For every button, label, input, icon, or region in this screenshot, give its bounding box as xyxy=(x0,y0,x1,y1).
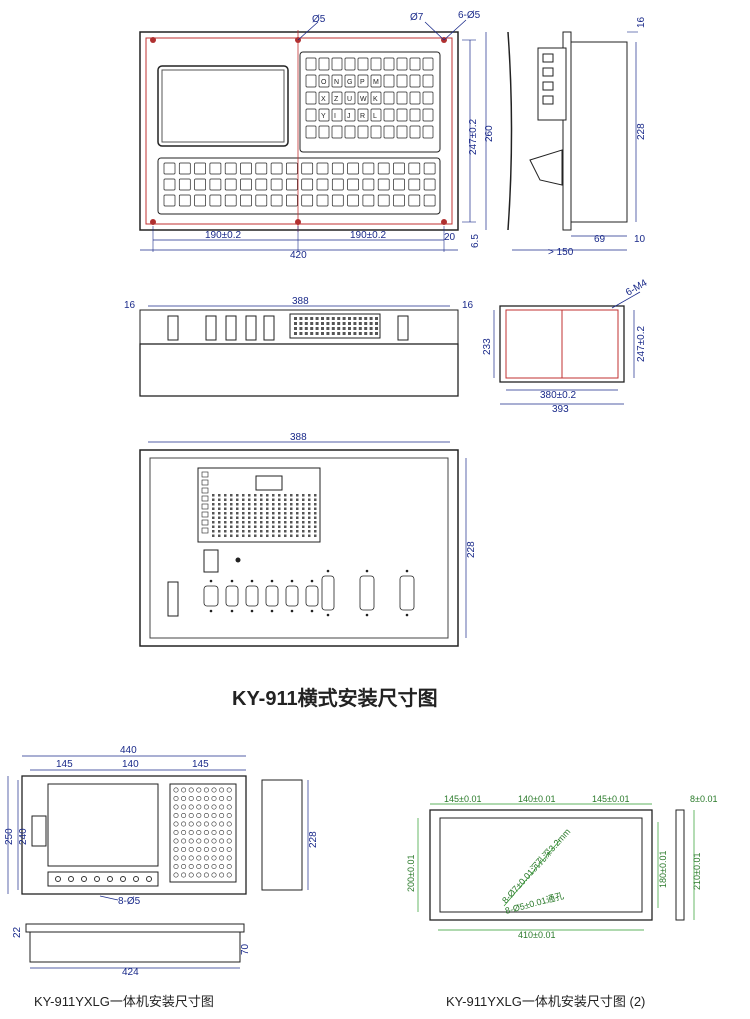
keycap-label: U xyxy=(347,96,352,103)
lcd-screen-inner xyxy=(161,69,285,143)
dim-190-left: 190±0.2 xyxy=(205,230,242,241)
caption-yxlg2: KY-911YXLG一体机安装尺寸图 (2) xyxy=(446,994,645,1009)
yxlg-keypad xyxy=(169,783,237,883)
yxlg-dim-240: 240 xyxy=(18,828,29,845)
yxlg2-side xyxy=(675,809,685,921)
yxlg-bottom-flange xyxy=(25,923,245,933)
dim-260: 260 xyxy=(484,125,495,142)
hole-d5-label: Ø5 xyxy=(312,14,326,25)
cutout-dim-247: 247±0.2 xyxy=(636,325,647,362)
keycap-label: K xyxy=(373,96,378,103)
side-dim-150: > 150 xyxy=(548,247,574,258)
back-dim-228: 228 xyxy=(466,541,477,558)
cutout-holes-label: 6-M4 xyxy=(624,277,650,298)
yxlg2-dim-210: 210±0.01 xyxy=(692,853,702,890)
yxlg2-dim-410: 410±0.01 xyxy=(518,930,555,940)
caption-yxlg: KY-911YXLG一体机安装尺寸图 xyxy=(34,994,214,1009)
mount-hole-br xyxy=(441,219,447,225)
back-dim-388: 388 xyxy=(290,432,307,443)
yxlg-dim-440: 440 xyxy=(120,745,137,756)
yxlg-dim-22: 22 xyxy=(12,926,23,938)
side-connector xyxy=(537,47,567,121)
cutout-dim-380: 380±0.2 xyxy=(540,390,577,401)
keycap-label: L xyxy=(373,113,377,120)
yxlg-dim-145b: 145 xyxy=(192,759,209,770)
side-dim-69: 69 xyxy=(594,234,606,245)
yxlg-dim-145a: 145 xyxy=(56,759,73,770)
top-flange xyxy=(139,343,459,397)
back-view: 388 228 xyxy=(139,432,477,647)
dim-420: 420 xyxy=(290,250,307,261)
yxlg2-dim-145b: 145±0.01 xyxy=(592,794,629,804)
top-view: 388 16 16 xyxy=(124,296,474,397)
yxlg2-dim-200: 200±0.01 xyxy=(406,855,416,892)
cutout-dim-393: 393 xyxy=(552,404,569,415)
keycap-label: Z xyxy=(334,96,339,103)
yxlg-dim-228: 228 xyxy=(308,831,319,848)
keycap-label: X xyxy=(321,96,326,103)
side-view: 16 228 69 10 > 150 xyxy=(507,16,647,258)
yxlg2-outer xyxy=(429,809,653,921)
keycap-label: G xyxy=(347,79,352,86)
dim-20: 20 xyxy=(444,232,456,243)
yxlg-dim-250: 250 xyxy=(4,828,15,845)
yxlg-holes-label: 8-Ø5 xyxy=(118,896,141,907)
cutout-dim-233: 233 xyxy=(482,338,493,355)
caption-main: KY-911横式安装尺寸图 xyxy=(232,686,438,710)
mount-hole-bl xyxy=(150,219,156,225)
back-inner xyxy=(149,457,449,639)
dim-247: 247±0.2 xyxy=(468,118,479,155)
yxlg2-view: 145±0.01 140±0.01 145±0.01 8±0.01 8-Ø7±0… xyxy=(406,794,717,940)
yxlg2-inner xyxy=(439,817,643,913)
holes-6-label: 6-Ø5 xyxy=(458,10,481,21)
keycap-label: J xyxy=(347,113,351,120)
side-dim-16: 16 xyxy=(636,16,647,28)
hole-d7-label: Ø7 xyxy=(410,12,424,23)
keycap-label: M xyxy=(373,79,379,86)
keycap-label: R xyxy=(360,113,365,120)
yxlg-dim-70: 70 xyxy=(240,943,251,955)
lcd-screen xyxy=(157,65,289,147)
yxlg2-dim-8: 8±0.01 xyxy=(690,794,717,804)
cutout-view: 6-M4 233 247±0.2 380±0.2 393 xyxy=(482,277,650,415)
keycap-label: W xyxy=(360,96,367,103)
dim-190-right: 190±0.2 xyxy=(350,230,387,241)
yxlg-dim-424: 424 xyxy=(122,967,139,978)
side-body xyxy=(570,41,628,223)
yxlg-bottom-body xyxy=(29,931,241,963)
top-dim-388: 388 xyxy=(292,296,309,307)
side-dim-228: 228 xyxy=(636,123,647,140)
keycap-label: I xyxy=(334,113,336,120)
keycap-label: P xyxy=(360,79,365,86)
function-keys xyxy=(163,162,436,207)
yxlg-view: 440 145 140 145 250 240 8-Ø5 228 22 70 4… xyxy=(4,745,319,978)
yxlg2-dim-180: 180±0.01 xyxy=(658,851,668,888)
yxlg2-dim-145a: 145±0.01 xyxy=(444,794,481,804)
mount-hole-tl xyxy=(150,37,156,43)
keycap-label: O xyxy=(321,79,327,86)
yxlg-side xyxy=(261,779,303,891)
side-dim-10: 10 xyxy=(634,234,646,245)
yxlg-screen xyxy=(47,783,159,867)
yxlg2-dim-140: 140±0.01 xyxy=(518,794,555,804)
dim-6-5: 6.5 xyxy=(470,234,481,248)
keycap-label: Y xyxy=(321,113,326,120)
top-body xyxy=(139,309,459,345)
yxlg-dim-140: 140 xyxy=(122,759,139,770)
top-dim-16-right: 16 xyxy=(462,300,474,311)
keycap-label: N xyxy=(334,79,339,86)
top-dim-16-left: 16 xyxy=(124,300,136,311)
